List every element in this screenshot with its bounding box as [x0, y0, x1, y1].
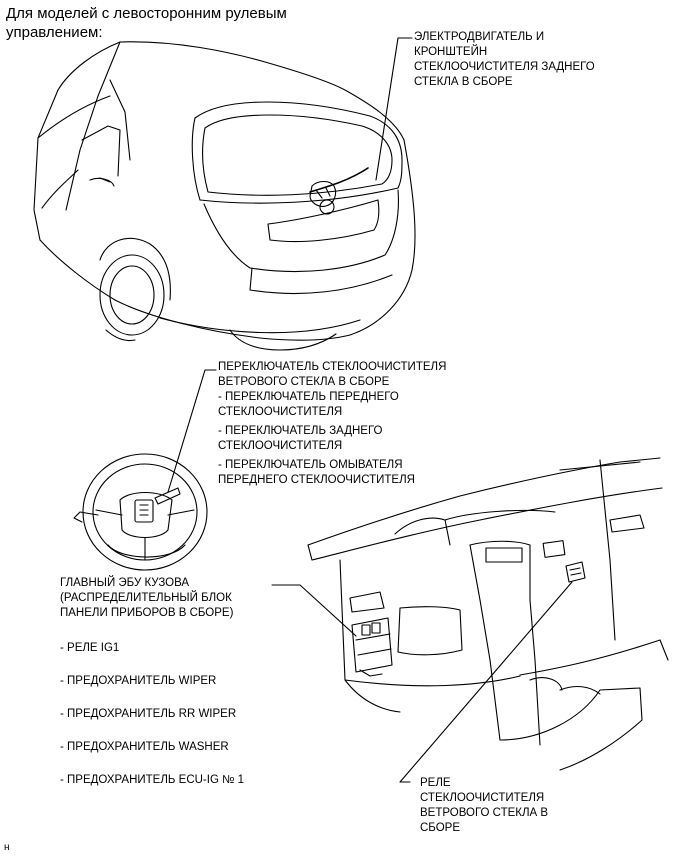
relay-line-3: ВЕТРОВОГО СТЕКЛА В: [420, 807, 549, 819]
switch-item-rear-line-2: СТЕКЛООЧИСТИТЕЛЯ: [218, 440, 343, 452]
switch-item-washer-line-2: ПЕРЕДНЕГО СТЕКЛООЧИСТИТЕЛЯ: [218, 474, 415, 486]
switch-item-washer-line-1: - ПЕРЕКЛЮЧАТЕЛЬ ОМЫВАТЕЛЯ: [218, 459, 403, 471]
label-wiper-relay: РЕЛЕ СТЕКЛООЧИСТИТЕЛЯ ВЕТРОВОГО СТЕКЛА В…: [420, 776, 548, 836]
ecu-item-ig1-relay: - РЕЛЕ IG1: [60, 642, 120, 654]
rear-motor-line-3: СТЕКЛООЧИСТИТЕЛЯ ЗАДНЕГО: [414, 61, 595, 73]
relay-line-1: РЕЛЕ: [420, 777, 451, 789]
wiper-relay-part: [565, 561, 586, 583]
rear-motor-line-2: КРОНШТЕЙН: [414, 46, 488, 58]
switch-item-front-line-2: СТЕКЛООЧИСТИТЕЛЯ: [218, 406, 343, 418]
rear-motor-line-4: СТЕКЛА В СБОРЕ: [414, 76, 513, 88]
label-wiper-switch: ПЕРЕКЛЮЧАТЕЛЬ СТЕКЛООЧИСТИТЕЛЯ ВЕТРОВОГО…: [218, 360, 446, 488]
leader-switch: [167, 369, 217, 493]
ecu-item-ecu-ig-fuse: - ПРЕДОХРАНИТЕЛЬ ECU-IG № 1: [60, 774, 245, 786]
switch-title-line-2: ВЕТРОВОГО СТЕКЛА В СБОРЕ: [218, 376, 390, 388]
label-rear-wiper-motor: ЭЛЕКТРОДВИГАТЕЛЬ И КРОНШТЕЙН СТЕКЛООЧИСТ…: [414, 30, 595, 90]
car-rear-illustration: [33, 41, 416, 351]
leader-ecu: [271, 584, 357, 637]
relay-line-4: СБОРЕ: [420, 822, 461, 834]
rear-motor-line-1: ЭЛЕКТРОДВИГАТЕЛЬ И: [414, 31, 545, 43]
heading-line-2: управлением:: [6, 24, 103, 41]
ecu-junction-block: [351, 617, 393, 677]
ecu-item-rr-wiper-fuse: - ПРЕДОХРАНИТЕЛЬ RR WIPER: [60, 708, 237, 720]
ecu-title-line-1: ГЛАВНЫЙ ЭБУ КУЗОВА: [60, 577, 190, 589]
ecu-item-washer-fuse: - ПРЕДОХРАНИТЕЛЬ WASHER: [60, 741, 229, 753]
heading-line-1: Для моделей с левосторонним рулевым: [6, 5, 287, 22]
relay-line-2: СТЕКЛООЧИСТИТЕЛЯ: [420, 792, 545, 804]
diagram-heading: Для моделей с левосторонним рулевым упра…: [6, 4, 287, 42]
steering-wheel-illustration: [73, 453, 208, 571]
dashboard-illustration: [307, 457, 669, 771]
switch-item-washer: - ПЕРЕКЛЮЧАТЕЛЬ ОМЫВАТЕЛЯ ПЕРЕДНЕГО СТЕК…: [218, 458, 446, 488]
figure-code: н: [4, 842, 10, 853]
switch-item-front-line-1: - ПЕРЕКЛЮЧАТЕЛЬ ПЕРЕДНЕГО: [218, 391, 399, 403]
switch-title-line-1: ПЕРЕКЛЮЧАТЕЛЬ СТЕКЛООЧИСТИТЕЛЯ: [218, 361, 447, 373]
ecu-title-line-2: (РАСПРЕДЕЛИТЕЛЬНЫЙ БЛОК: [60, 592, 232, 604]
leader-relay: [399, 581, 573, 783]
switch-item-rear: - ПЕРЕКЛЮЧАТЕЛЬ ЗАДНЕГО СТЕКЛООЧИСТИТЕЛЯ: [218, 424, 446, 454]
switch-item-front: - ПЕРЕКЛЮЧАТЕЛЬ ПЕРЕДНЕГО СТЕКЛООЧИСТИТЕ…: [218, 390, 446, 420]
switch-item-rear-line-1: - ПЕРЕКЛЮЧАТЕЛЬ ЗАДНЕГО: [218, 425, 383, 437]
label-main-body-ecu: ГЛАВНЫЙ ЭБУ КУЗОВА (РАСПРЕДЕЛИТЕЛЬНЫЙ БЛ…: [60, 576, 244, 788]
ecu-title-line-3: ПАНЕЛИ ПРИБОРОВ В СБОРЕ): [60, 607, 234, 619]
leader-rear-motor: [375, 37, 413, 181]
ecu-item-wiper-fuse: - ПРЕДОХРАНИТЕЛЬ WIPER: [60, 675, 217, 687]
